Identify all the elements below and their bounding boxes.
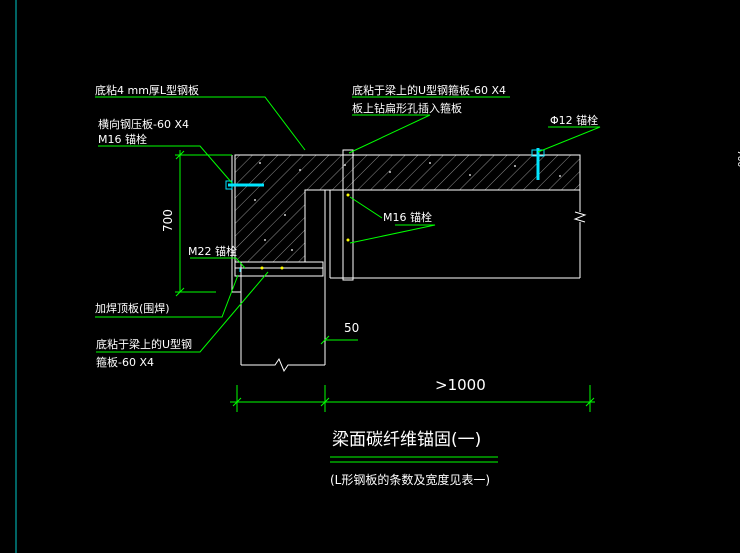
title-sub: (L形钢板的条数及宽度见表一) — [330, 472, 490, 487]
dimension-lines — [175, 150, 595, 463]
label-m16-left: M16 锚栓 — [98, 132, 147, 146]
dim-50: 50 — [344, 321, 359, 335]
structure-lines — [231, 155, 587, 373]
concrete-section — [234, 154, 581, 263]
label-u-plate-bottom-2: 箍板-60 X4 — [96, 355, 154, 369]
steel-plates — [232, 149, 354, 293]
drawing-title: 梁面碳纤维锚固(一) (L形钢板的条数及宽度见表一) — [330, 430, 490, 487]
u-plate-vertical — [342, 149, 354, 281]
dim-700: 700 — [161, 209, 175, 232]
dimension-labels: 700 50 >1000 700 — [161, 150, 740, 394]
l-plate — [234, 261, 324, 277]
anchor-bolts — [225, 148, 545, 272]
label-u-plate-bottom-1: 底粘于梁上的U型钢 — [96, 337, 192, 351]
anchor-marks — [260, 193, 350, 270]
label-pressure-plate: 横向钢压板-60 X4 — [98, 117, 189, 131]
title-main: 梁面碳纤维锚固(一) — [332, 430, 481, 450]
label-weld-plate: 加焊顶板(围焊) — [95, 301, 170, 315]
label-hole-note: 板上钻扁形孔插入箍板 — [352, 101, 462, 115]
label-l-plate: 底粘4 mm厚L型钢板 — [95, 83, 199, 97]
concrete-speckles — [254, 162, 561, 251]
leader-lines — [95, 96, 601, 353]
slab — [234, 154, 581, 263]
anchor-m16-left-head — [225, 180, 233, 190]
label-u-plate: 底粘于梁上的U型钢箍板-60 X4 — [352, 83, 506, 97]
dim-1000: >1000 — [435, 376, 486, 394]
anchor-phi12-head — [531, 149, 545, 157]
dim-edge-right: 700 — [735, 150, 740, 167]
label-phi12: Φ12 锚栓 — [550, 113, 598, 127]
annotation-labels: 底粘4 mm厚L型钢板 底粘于梁上的U型钢箍板-60 X4 板上钻扁形孔插入箍板… — [95, 83, 598, 369]
label-m22: M22 锚栓 — [188, 244, 237, 258]
label-m16-center: M16 锚栓 — [383, 210, 432, 224]
